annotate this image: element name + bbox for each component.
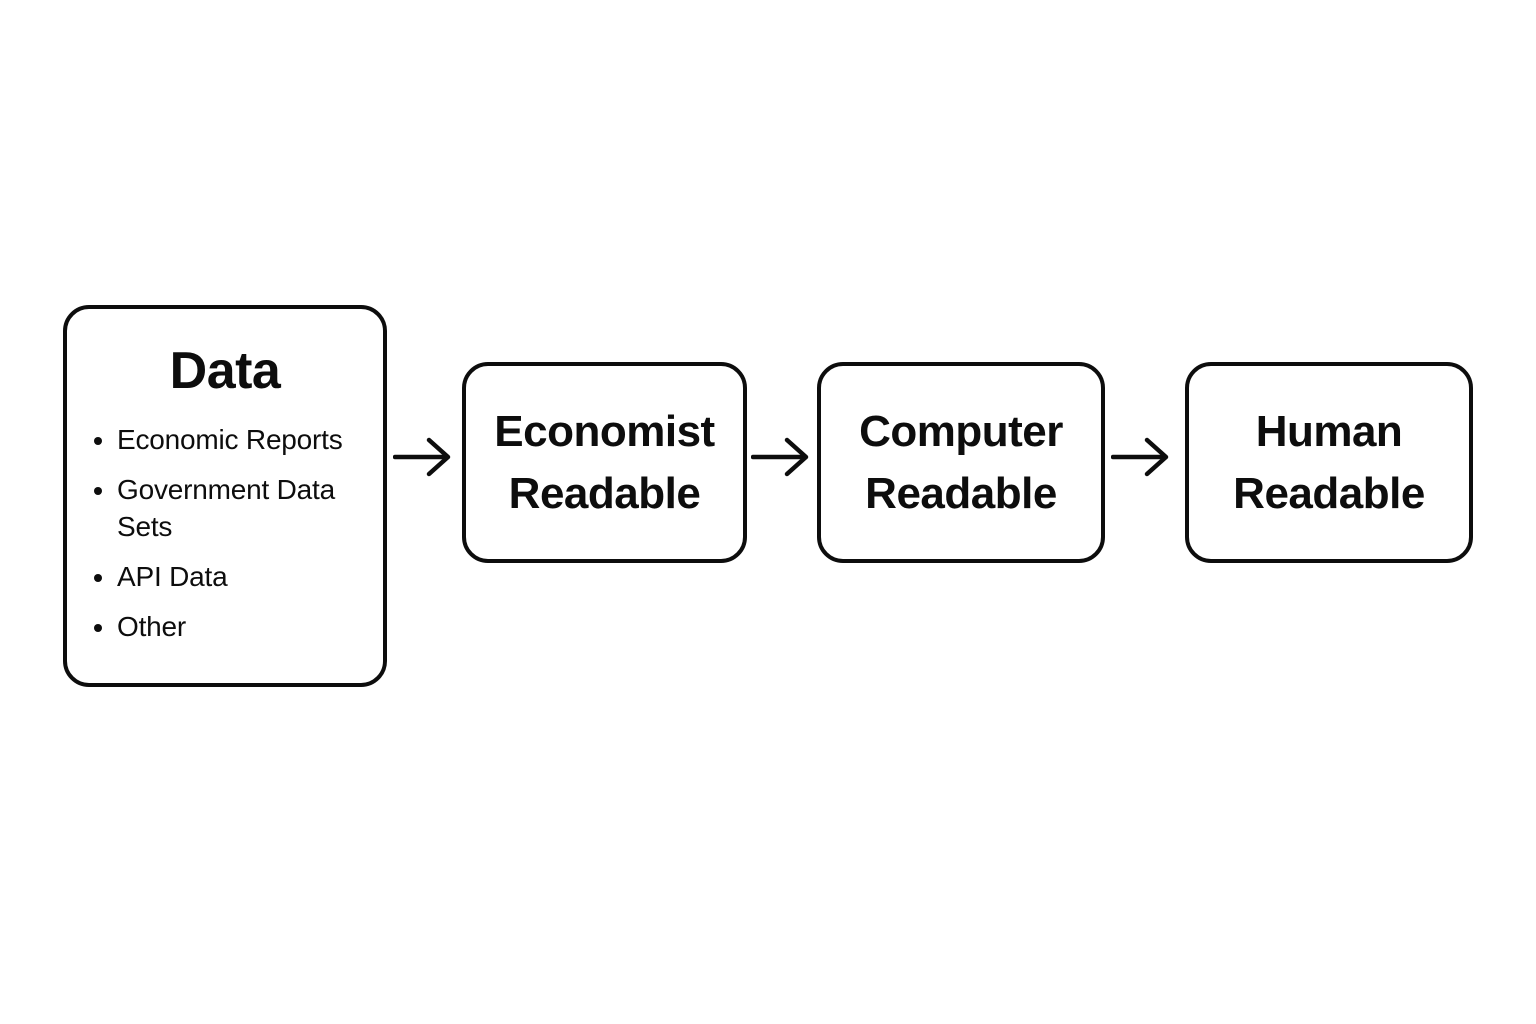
node-data-title: Data	[169, 342, 281, 400]
node-data-bullet-list: Economic Reports Government Data Sets AP…	[67, 422, 367, 646]
arrow-right-icon	[1111, 435, 1171, 479]
bullet-item: API Data	[117, 559, 367, 596]
node-economist-readable-label: Economist Readable	[494, 406, 715, 518]
bullet-item: Economic Reports	[117, 422, 367, 459]
node-computer-readable-label: Computer Readable	[859, 406, 1063, 518]
arrow-right-icon	[393, 435, 453, 479]
arrow-right-icon	[751, 435, 811, 479]
node-economist-readable: Economist Readable	[462, 362, 747, 563]
node-human-readable: Human Readable	[1185, 362, 1473, 563]
bullet-item: Government Data Sets	[117, 472, 367, 546]
node-computer-readable: Computer Readable	[817, 362, 1105, 563]
node-data: Data Economic Reports Government Data Se…	[63, 305, 387, 687]
node-human-readable-label: Human Readable	[1233, 406, 1425, 518]
bullet-item: Other	[117, 609, 367, 646]
